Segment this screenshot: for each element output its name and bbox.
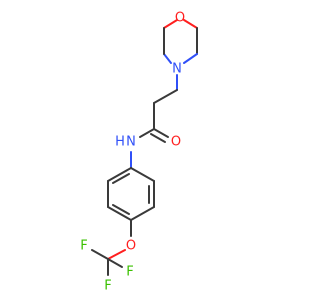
structure-diagram: O N O N H O F F F	[80, 11, 198, 294]
bond	[153, 128, 169, 138]
bond	[130, 206, 155, 221]
bond	[112, 173, 130, 184]
atom-fluorine-3: F	[104, 279, 111, 294]
molecule-canvas: O N O N H O F F F	[80, 11, 198, 294]
bond	[130, 167, 155, 182]
bond	[163, 19, 178, 29]
atom-ether-oxygen: O	[126, 239, 136, 254]
propanamide-chain	[130, 74, 178, 169]
benzene-ring	[107, 167, 155, 221]
bond	[163, 53, 172, 64]
bond	[112, 204, 130, 215]
bond	[107, 167, 132, 182]
bond	[107, 258, 123, 268]
atom-fluorine-1: F	[80, 239, 87, 254]
bond	[150, 133, 166, 143]
morpholine-ring	[163, 19, 198, 64]
atom-morpholine-nitrogen: N	[172, 62, 182, 77]
bond	[91, 249, 109, 260]
atom-carbonyl-oxygen: O	[171, 135, 181, 150]
bond	[153, 89, 178, 104]
atom-amide-hydrogen: H	[115, 135, 125, 150]
bond	[107, 249, 126, 260]
bond	[107, 206, 132, 221]
bond	[183, 19, 198, 29]
trifluoromethoxy-group	[91, 219, 132, 276]
atom-morpholine-oxygen: O	[175, 11, 185, 26]
atom-amide-nitrogen: N	[126, 135, 136, 150]
bond	[183, 53, 198, 64]
atom-fluorine-2: F	[126, 265, 133, 280]
bond	[139, 128, 155, 138]
